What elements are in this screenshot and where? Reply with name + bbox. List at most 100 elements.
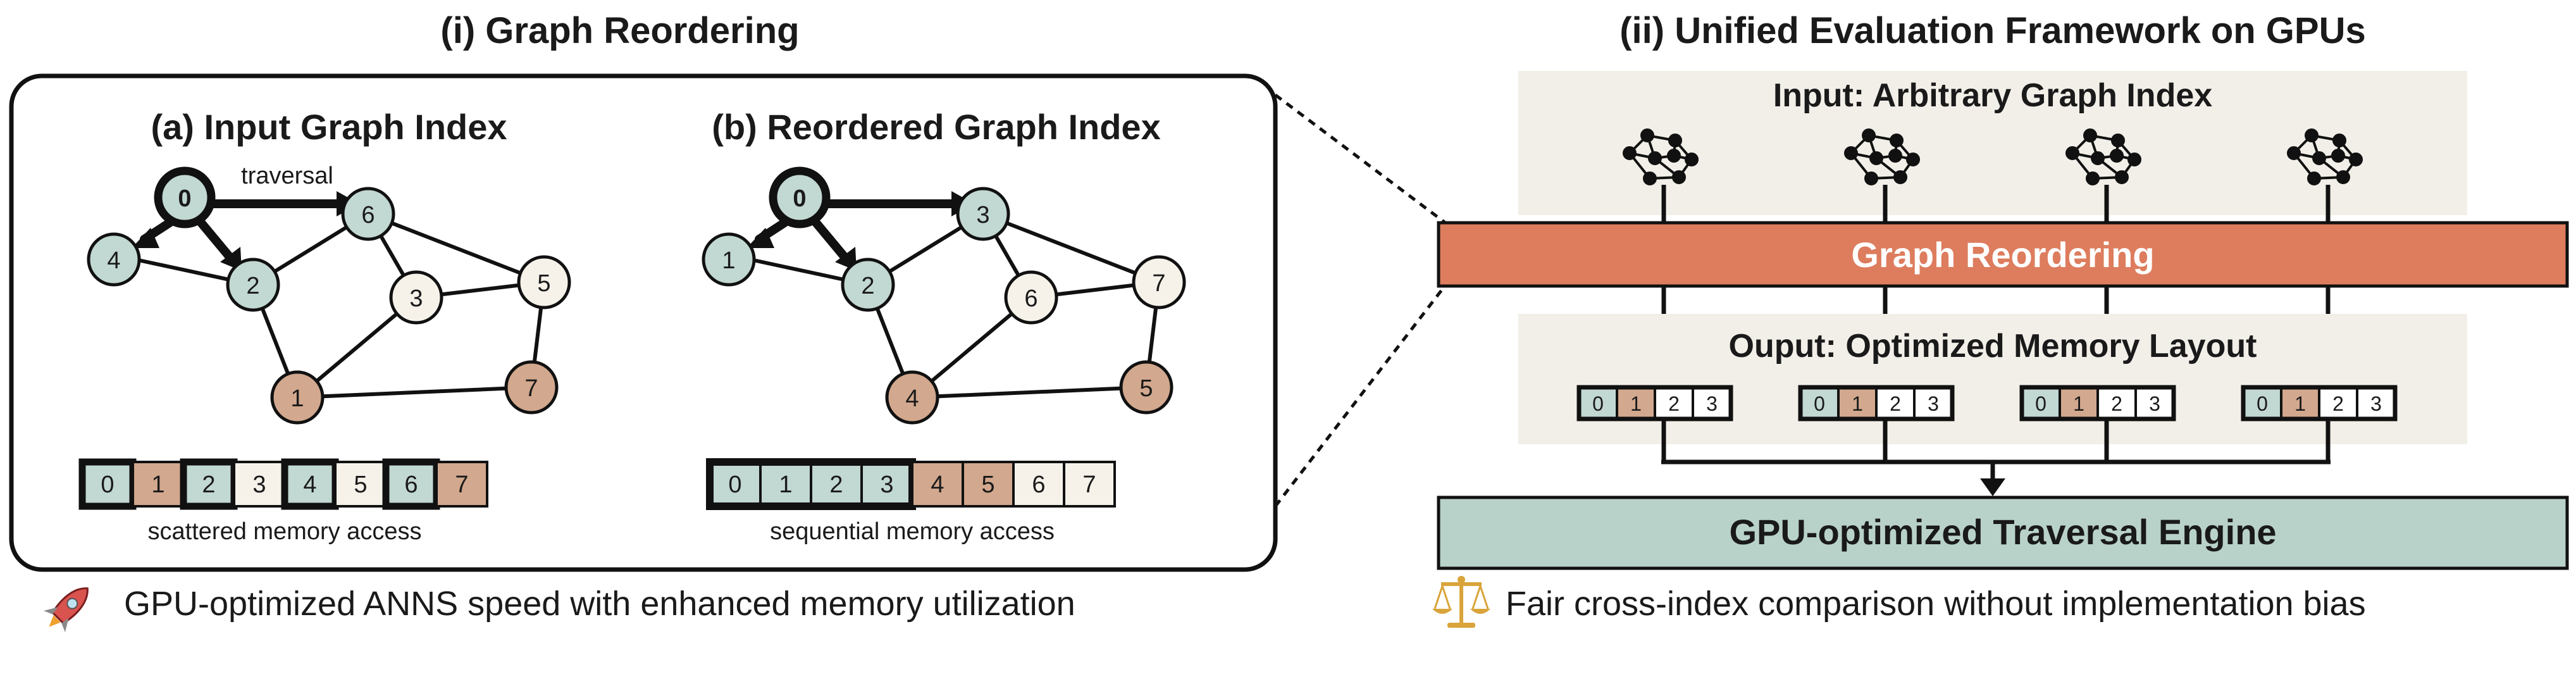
reordered-node-4 — [885, 370, 939, 425]
connector-top — [1274, 94, 1450, 227]
memory-block-2: 0 1 2 3 — [1798, 385, 1955, 421]
input-node-3-label: 3 — [409, 285, 423, 312]
traversal-engine-label: GPU-optimized Traversal Engine — [1729, 512, 2276, 552]
svg-text:1: 1 — [1630, 392, 1642, 415]
input-memory-strip: 0 1 2 3 4 5 6 7 — [78, 458, 488, 510]
connector-bottom — [1274, 280, 1450, 508]
input-node-0-label: 0 — [178, 185, 191, 212]
input-graph-title: (a) Input Graph Index — [151, 107, 507, 147]
graph-glyphs — [1623, 128, 2363, 185]
reordered-memory-strip: 0 1 2 3 4 5 6 7 — [706, 458, 1116, 510]
balance-scale-icon — [1432, 576, 1490, 628]
svg-text:2: 2 — [829, 471, 843, 498]
memory-block-1: 0 1 2 3 — [1576, 385, 1733, 421]
reordered-graph-panel: (b) Reordered Graph Index 0 1 2 — [702, 107, 1186, 545]
reordered-node-6-label: 6 — [1024, 285, 1037, 312]
svg-text:1: 1 — [1852, 392, 1863, 415]
svg-text:2: 2 — [2332, 392, 2344, 415]
input-node-4 — [87, 232, 141, 287]
graph-glyph-4 — [2287, 128, 2363, 185]
input-node-3 — [389, 270, 443, 325]
reordered-node-7-label: 7 — [1152, 270, 1165, 297]
reordered-node-3 — [956, 187, 1010, 241]
svg-text:3: 3 — [880, 471, 893, 498]
input-node-4-label: 4 — [107, 247, 120, 274]
input-node-0 — [154, 166, 216, 228]
input-node-1-label: 1 — [290, 385, 304, 412]
right-footer-text: Fair cross-index comparison without impl… — [1506, 585, 2366, 623]
svg-text:0: 0 — [1592, 392, 1604, 415]
graph-glyph-3 — [2065, 128, 2141, 185]
svg-text:6: 6 — [404, 471, 418, 498]
svg-text:1: 1 — [2073, 392, 2084, 415]
memory-block-4: 0 1 2 3 — [2241, 385, 2398, 421]
svg-text:2: 2 — [1890, 392, 1901, 415]
graph-reordering-label: Graph Reordering — [1851, 235, 2154, 275]
reordered-graph-title: (b) Reordered Graph Index — [712, 107, 1160, 147]
svg-text:3: 3 — [252, 471, 266, 498]
engine-arrowhead — [1980, 478, 2005, 496]
output-panel — [1518, 314, 2467, 444]
svg-text:5: 5 — [354, 471, 367, 498]
input-node-5 — [517, 255, 571, 309]
input-node-6 — [341, 187, 395, 241]
input-node-5-label: 5 — [537, 270, 550, 297]
right-title: (ii) Unified Evaluation Framework on GPU… — [1619, 10, 2366, 51]
reordered-node-4-label: 4 — [905, 385, 919, 412]
svg-text:7: 7 — [1082, 471, 1096, 498]
svg-text:4: 4 — [931, 471, 944, 498]
input-node-6-label: 6 — [361, 202, 375, 228]
svg-text:5: 5 — [981, 471, 994, 498]
traversal-engine-bar — [1437, 496, 2569, 570]
input-node-2-label: 2 — [246, 273, 259, 299]
reordered-node-5 — [1119, 360, 1173, 415]
reordered-node-0 — [769, 166, 831, 228]
svg-text:3: 3 — [1928, 392, 1939, 415]
svg-text:0: 0 — [728, 471, 741, 498]
reordered-node-2 — [841, 258, 895, 312]
svg-text:1: 1 — [151, 471, 164, 498]
input-panel-label: Input: Arbitrary Graph Index — [1773, 77, 2212, 114]
reordered-node-0-label: 0 — [793, 185, 806, 212]
memory-block-3: 0 1 2 3 — [2019, 385, 2176, 421]
svg-text:2: 2 — [1668, 392, 1680, 415]
reordered-node-3-label: 3 — [976, 202, 989, 228]
reordered-node-5-label: 5 — [1139, 375, 1153, 402]
svg-text:2: 2 — [2111, 392, 2122, 415]
svg-text:0: 0 — [2257, 392, 2268, 415]
svg-text:0: 0 — [2035, 392, 2047, 415]
input-node-2 — [226, 258, 280, 312]
svg-text:7: 7 — [455, 471, 468, 498]
svg-text:1: 1 — [2294, 392, 2306, 415]
input-to-reorder-connectors — [1661, 185, 2331, 223]
reordered-memory-caption: sequential memory access — [770, 518, 1055, 545]
rocket-icon — [43, 587, 89, 633]
svg-text:1: 1 — [779, 471, 792, 498]
left-title: (i) Graph Reordering — [440, 10, 799, 51]
input-node-7-label: 7 — [524, 375, 538, 402]
svg-text:4: 4 — [303, 471, 316, 498]
input-node-1 — [270, 370, 325, 425]
input-memory-caption: scattered memory access — [148, 518, 422, 545]
output-panel-label: Ouput: Optimized Memory Layout — [1729, 328, 2257, 365]
graph-glyph-1 — [1623, 128, 1699, 185]
svg-text:0: 0 — [101, 471, 114, 498]
graph-glyph-2 — [1844, 128, 1920, 185]
traversal-label: traversal — [241, 163, 333, 189]
svg-text:2: 2 — [202, 471, 215, 498]
memory-blocks: 0 1 2 3 0 1 2 3 0 1 2 3 — [1576, 385, 2398, 421]
svg-text:3: 3 — [2370, 392, 2382, 415]
reorder-to-output-connectors — [1661, 286, 2331, 314]
reordered-node-1-label: 1 — [722, 247, 735, 274]
svg-text:3: 3 — [2149, 392, 2160, 415]
input-node-7 — [504, 360, 559, 415]
graph-reordering-bar — [1437, 221, 2569, 288]
input-graph-panel: (a) Input Graph Index traversal 0 4 — [78, 107, 571, 545]
reordered-node-7 — [1132, 255, 1186, 309]
reordered-node-2-label: 2 — [861, 273, 874, 299]
svg-text:3: 3 — [1706, 392, 1718, 415]
svg-text:6: 6 — [1032, 471, 1045, 498]
reordered-node-6 — [1004, 270, 1058, 325]
left-footer-text: GPU-optimized ANNS speed with enhanced m… — [124, 585, 1075, 623]
